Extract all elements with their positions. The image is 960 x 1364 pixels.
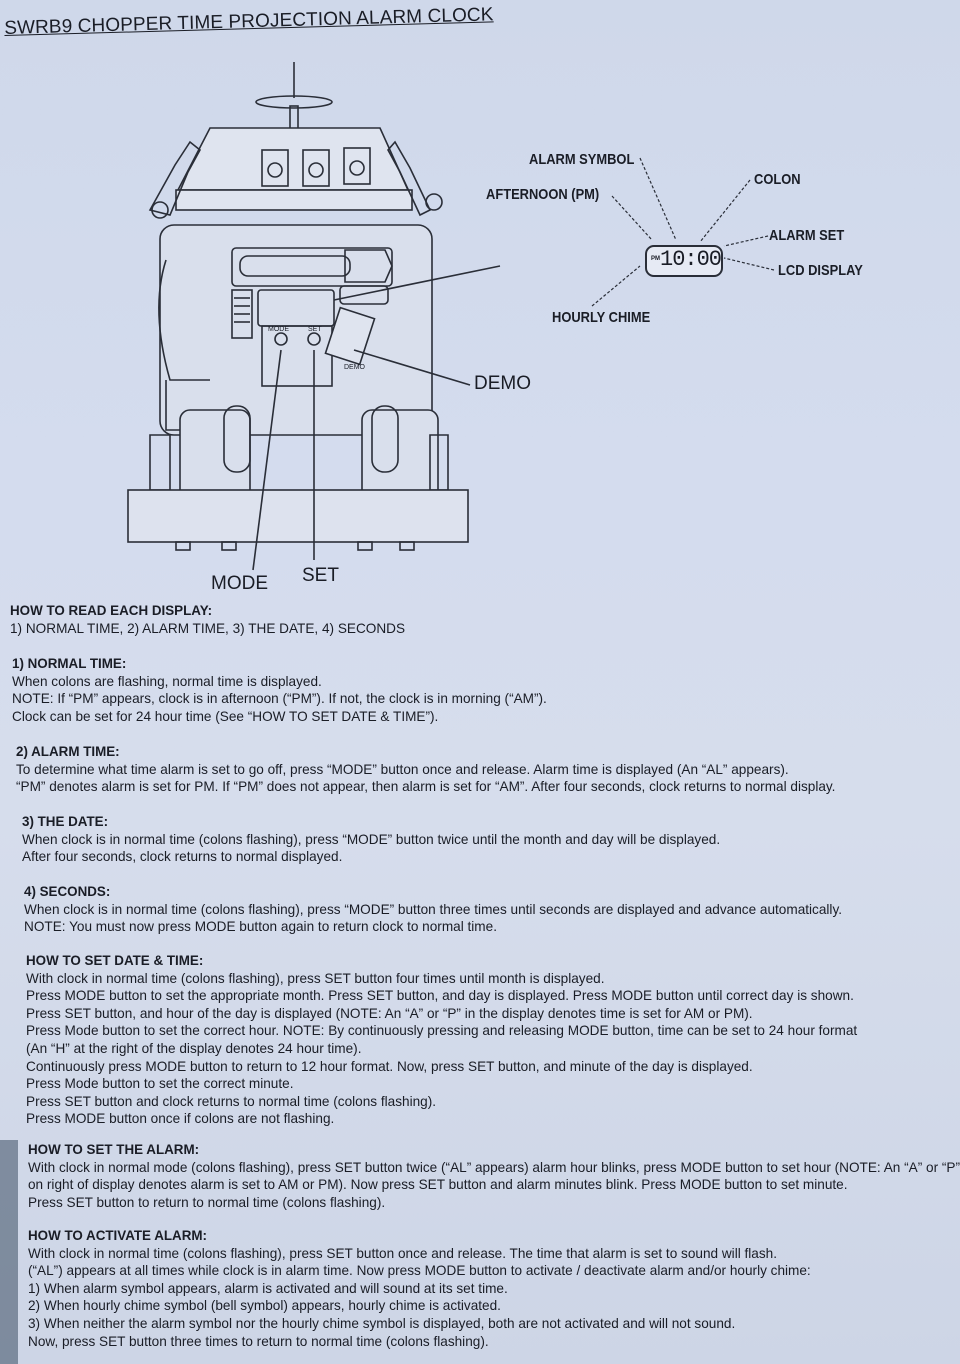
panel-demo-label: DEMO	[344, 364, 365, 371]
panel-mode-label: MODE	[268, 326, 289, 333]
section-line: When clock is in normal time (colons fla…	[22, 831, 721, 847]
alarm-symbol-callout: ALARM SYMBOL	[529, 151, 635, 168]
section-line: After four seconds, clock returns to nor…	[22, 849, 343, 865]
section-heading: 2) ALARM TIME:	[16, 744, 120, 759]
alarm-set-callout: ALARM SET	[769, 227, 845, 244]
section-line: 2) When hourly chime symbol (bell symbol…	[28, 1298, 501, 1314]
section-the-date: 3) THE DATE: When clock is in normal tim…	[22, 813, 960, 866]
section-line: When colons are flashing, normal time is…	[12, 673, 322, 689]
section-heading: 1) NORMAL TIME:	[12, 656, 127, 671]
hourly-chime-callout: HOURLY CHIME	[552, 309, 651, 326]
page-title: SWRB9 CHOPPER TIME PROJECTION ALARM CLOC…	[4, 4, 494, 39]
section-read-display: HOW TO READ EACH DISPLAY: 1) NORMAL TIME…	[10, 602, 960, 637]
section-line: “PM” denotes alarm is set for PM. If “PM…	[16, 779, 836, 795]
section-line: on right of display denotes alarm is set…	[28, 1177, 848, 1193]
section-line: NOTE: If “PM” appears, clock is in after…	[12, 691, 547, 707]
section-line: With clock in normal time (colons flashi…	[28, 1245, 778, 1261]
section-alarm-time: 2) ALARM TIME: To determine what time al…	[16, 743, 960, 796]
section-heading: HOW TO SET DATE & TIME:	[26, 953, 204, 968]
demo-callout: DEMO	[474, 373, 531, 394]
section-heading: HOW TO READ EACH DISPLAY:	[10, 603, 213, 618]
background-edge	[0, 1140, 18, 1364]
section-line: NOTE: You must now press MODE button aga…	[24, 919, 497, 935]
section-line: Press Mode button to set the correct min…	[26, 1076, 294, 1092]
section-line: 1) When alarm symbol appears, alarm is a…	[28, 1280, 508, 1296]
section-line: Press MODE button to set the appropriate…	[26, 988, 854, 1004]
section-line: Now, press SET button three times to ret…	[28, 1333, 489, 1349]
section-line: 1) NORMAL TIME, 2) ALARM TIME, 3) THE DA…	[10, 620, 406, 636]
section-line: Press Mode button to set the correct hou…	[26, 1023, 858, 1039]
chopper-robot-diagram	[127, 62, 775, 571]
section-line: Clock can be set for 24 hour time (See “…	[12, 708, 439, 724]
section-heading: 3) THE DATE:	[22, 814, 109, 829]
set-callout: SET	[302, 565, 339, 586]
lcd-pm-indicator: PM	[651, 256, 660, 262]
section-line: When clock is in normal time (colons fla…	[24, 901, 843, 917]
lcd-display-callout: LCD DISPLAY	[778, 262, 863, 279]
colon-callout: COLON	[754, 171, 801, 188]
section-activate-alarm: HOW TO ACTIVATE ALARM: With clock in nor…	[28, 1227, 960, 1350]
panel-set-label: SET	[308, 326, 322, 333]
section-seconds: 4) SECONDS: When clock is in normal time…	[24, 883, 960, 936]
section-heading: HOW TO SET THE ALARM:	[28, 1142, 200, 1157]
afternoon-pm-callout: AFTERNOON (PM)	[486, 186, 600, 203]
section-heading: HOW TO ACTIVATE ALARM:	[28, 1228, 208, 1243]
section-set-alarm: HOW TO SET THE ALARM: With clock in norm…	[28, 1141, 960, 1211]
section-heading: 4) SECONDS:	[24, 884, 111, 899]
lcd-time-readout: 10:00	[660, 247, 722, 272]
section-line: With clock in normal time (colons flashi…	[26, 970, 605, 986]
section-line: To determine what time alarm is set to g…	[16, 761, 789, 777]
section-line: Press SET button to return to normal tim…	[28, 1194, 386, 1210]
section-line: (“AL”) appears at all times while clock …	[28, 1263, 811, 1279]
section-line: Press SET button and clock returns to no…	[26, 1093, 437, 1109]
section-line: 3) When neither the alarm symbol nor the…	[28, 1315, 736, 1331]
mode-callout: MODE	[211, 573, 268, 594]
section-normal-time: 1) NORMAL TIME: When colons are flashing…	[12, 655, 960, 725]
section-set-date-time: HOW TO SET DATE & TIME: With clock in no…	[26, 952, 960, 1128]
section-line: (An “H” at the right of the display deno…	[26, 1040, 362, 1056]
section-line: Press MODE button once if colons are not…	[26, 1111, 335, 1127]
section-line: Continuously press MODE button to return…	[26, 1058, 753, 1074]
section-line: Press SET button, and hour of the day is…	[26, 1005, 753, 1021]
section-line: With clock in normal mode (colons flashi…	[28, 1159, 960, 1175]
